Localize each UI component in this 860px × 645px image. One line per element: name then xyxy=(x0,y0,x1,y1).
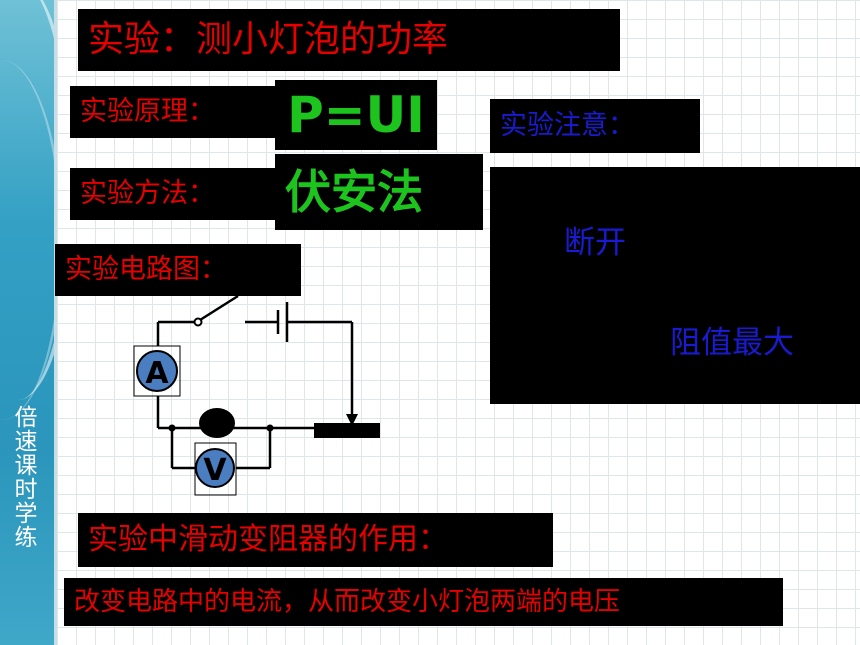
ammeter xyxy=(136,350,178,392)
method-value: 伏安法 xyxy=(275,154,483,230)
principle-formula: P=UI xyxy=(275,80,437,150)
principle-label: 实验原理： xyxy=(70,86,282,138)
junction-right xyxy=(266,424,274,432)
page-title: 实验：测小灯泡的功率 xyxy=(78,9,620,71)
ammeter-symbol: A xyxy=(145,356,169,391)
voltmeter-symbol: V xyxy=(203,453,227,488)
junction-left xyxy=(168,424,176,432)
switch-contact-left xyxy=(193,317,203,327)
note-item-resistance: 阻值最大 xyxy=(670,325,794,361)
notes-panel: 断开 阻值最大 xyxy=(490,167,860,404)
notes-label: 实验注意： xyxy=(490,99,700,153)
diagram-label: 实验电路图： xyxy=(55,244,301,296)
lamp xyxy=(199,408,235,438)
rheostat-role: 改变电路中的电流，从而改变小灯泡两端的电压 xyxy=(64,578,783,626)
voltmeter-frame xyxy=(194,442,237,496)
ammeter-frame xyxy=(133,345,181,397)
voltmeter xyxy=(195,448,235,488)
rheostat-label: 实验中滑动变阻器的作用： xyxy=(78,513,553,567)
note-item-switch: 断开 xyxy=(564,225,626,261)
sidebar-divider xyxy=(54,0,57,645)
rheostat xyxy=(314,423,380,438)
sidebar-title: 倍速课时学练 xyxy=(10,405,36,549)
switch-lever xyxy=(199,294,239,322)
sidebar: 倍速课时学练 xyxy=(0,0,54,645)
rheostat-slider-arrow xyxy=(346,414,358,426)
method-label: 实验方法： xyxy=(70,168,282,220)
